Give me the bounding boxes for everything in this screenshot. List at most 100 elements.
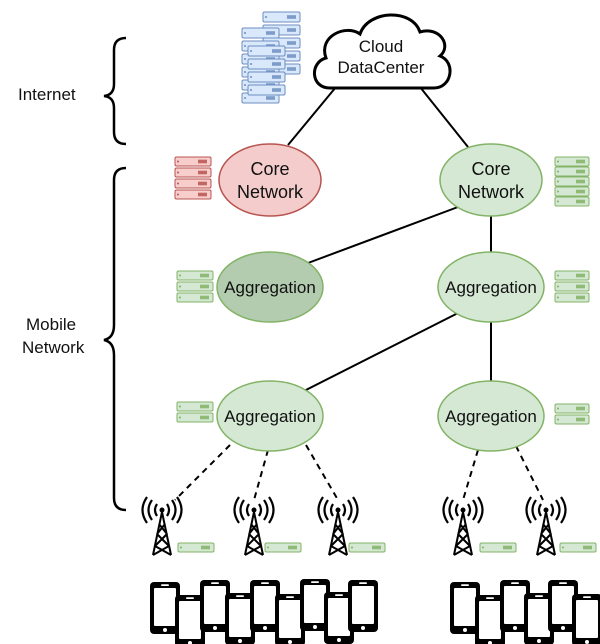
- server-rack-icon: [176, 401, 214, 412]
- core-network-right: Core Network: [439, 143, 543, 217]
- server-rack-icon: [176, 281, 214, 292]
- aggregation-top-right-ellipse: [437, 251, 545, 323]
- link-core-right-agg-top-left: [307, 206, 459, 264]
- server-rack-icon: [262, 11, 301, 23]
- smartphone-icon: [548, 580, 578, 632]
- signal-waves-icon: [141, 496, 183, 524]
- server-rack-icon: [554, 414, 590, 425]
- internet-brace-icon: [103, 36, 127, 146]
- signal-waves-icon: [525, 496, 567, 524]
- aggregation-top-left-label: Aggregation: [224, 278, 316, 297]
- core-left-label-line2: Network: [237, 182, 304, 202]
- aggregation-top-right: Aggregation: [437, 251, 545, 323]
- server-rack-icon: [554, 270, 590, 281]
- cloud-label-line1: Cloud: [359, 37, 403, 56]
- smartphone-icon: [524, 593, 554, 644]
- link-agg-br-tower-5: [515, 445, 544, 501]
- aggregation-bottom-right-label: Aggregation: [445, 407, 537, 426]
- signal-waves-icon: [317, 496, 359, 524]
- cell-tower-5: [525, 496, 567, 556]
- tower-server-5: [559, 542, 597, 553]
- server-rack-icon: [559, 542, 597, 553]
- server-rack-icon: [554, 281, 590, 292]
- tower-server-1: [177, 542, 215, 553]
- agg-top-left-servers: [176, 270, 214, 303]
- core-left-servers: [174, 156, 212, 200]
- link-agg-bl-tower-3: [305, 444, 339, 501]
- server-rack-icon: [264, 542, 302, 553]
- core-network-right-ellipse: [439, 143, 543, 217]
- signal-waves-icon: [442, 496, 484, 524]
- tower-server-4: [479, 542, 517, 553]
- aggregation-top-right-label: Aggregation: [445, 278, 537, 297]
- smartphone-icon: [250, 580, 280, 632]
- smartphones: [150, 579, 600, 644]
- core-right-label-line2: Network: [458, 182, 525, 202]
- smartphone-icon: [225, 593, 255, 644]
- internet-label: Internet: [18, 85, 76, 104]
- mobile-network-label-line1: Mobile: [26, 315, 76, 334]
- dashed-links: [174, 444, 544, 501]
- core-left-label-line1: Core: [250, 159, 289, 179]
- server-rack-icon: [247, 45, 286, 57]
- cloud-datacenter: Cloud DataCenter: [313, 13, 452, 90]
- core-network-left: Core Network: [218, 143, 322, 217]
- smartphone-icon: [572, 594, 600, 644]
- agg-bottom-left-servers: [176, 401, 214, 423]
- server-racks: [174, 11, 597, 553]
- aggregation-bottom-right-ellipse: [437, 380, 545, 452]
- core-right-label-line1: Core: [471, 159, 510, 179]
- core-right-servers: [554, 156, 590, 207]
- server-rack-icon: [174, 156, 212, 167]
- server-rack-icon: [174, 189, 212, 200]
- aggregation-bottom-left-ellipse: [216, 380, 324, 452]
- server-rack-icon: [554, 403, 590, 414]
- cell-tower-1: [141, 496, 183, 556]
- mobile-brace-icon: [103, 166, 127, 512]
- solid-links: [287, 86, 492, 394]
- cloud-icon: [313, 13, 452, 90]
- server-rack-icon: [247, 58, 286, 70]
- tower-server-3: [348, 542, 386, 553]
- aggregation-bottom-left-label: Aggregation: [224, 407, 316, 426]
- link-agg-bl-tower-2: [253, 449, 269, 501]
- server-rack-icon: [554, 176, 590, 187]
- server-rack-icon: [554, 166, 590, 177]
- server-rack-icon: [554, 156, 590, 167]
- smartphone-icon: [475, 595, 505, 644]
- server-rack-icon: [479, 542, 517, 553]
- smartphone-icon: [500, 580, 530, 632]
- cell-towers: [141, 496, 567, 556]
- aggregation-top-left-ellipse: [216, 251, 324, 323]
- mobile-network-label-line2: Network: [22, 338, 85, 357]
- cell-tower-icon: [536, 511, 556, 556]
- cell-tower-icon: [328, 511, 348, 556]
- core-network-left-ellipse: [218, 143, 322, 217]
- link-agg-bl-tower-1: [174, 444, 231, 501]
- server-rack-icon: [247, 71, 286, 83]
- cell-tower-3: [317, 496, 359, 556]
- smartphone-icon: [450, 582, 480, 634]
- agg-top-right-servers: [554, 270, 590, 303]
- smartphone-icon: [175, 595, 205, 644]
- cell-tower-4: [442, 496, 484, 556]
- link-agg-top-right-agg-bottom-left: [299, 311, 461, 394]
- server-rack-icon: [174, 178, 212, 189]
- link-cloud-core-right: [419, 86, 469, 148]
- aggregation-bottom-left: Aggregation: [216, 380, 324, 452]
- server-rack-icon: [554, 186, 590, 197]
- link-cloud-core-left: [287, 86, 337, 146]
- smartphone-icon: [300, 579, 330, 631]
- cloud-label-line2: DataCenter: [338, 58, 425, 77]
- smartphone-icon: [200, 580, 230, 632]
- agg-bottom-right-servers: [554, 403, 590, 425]
- link-agg-br-tower-4: [462, 449, 479, 501]
- server-rack-icon: [348, 542, 386, 553]
- signal-waves-icon: [233, 496, 275, 524]
- aggregation-bottom-right: Aggregation: [437, 380, 545, 452]
- smartphone-icon: [348, 580, 378, 632]
- tower-server-2: [264, 542, 302, 553]
- server-rack-icon: [554, 196, 590, 207]
- server-rack-icon: [241, 27, 280, 39]
